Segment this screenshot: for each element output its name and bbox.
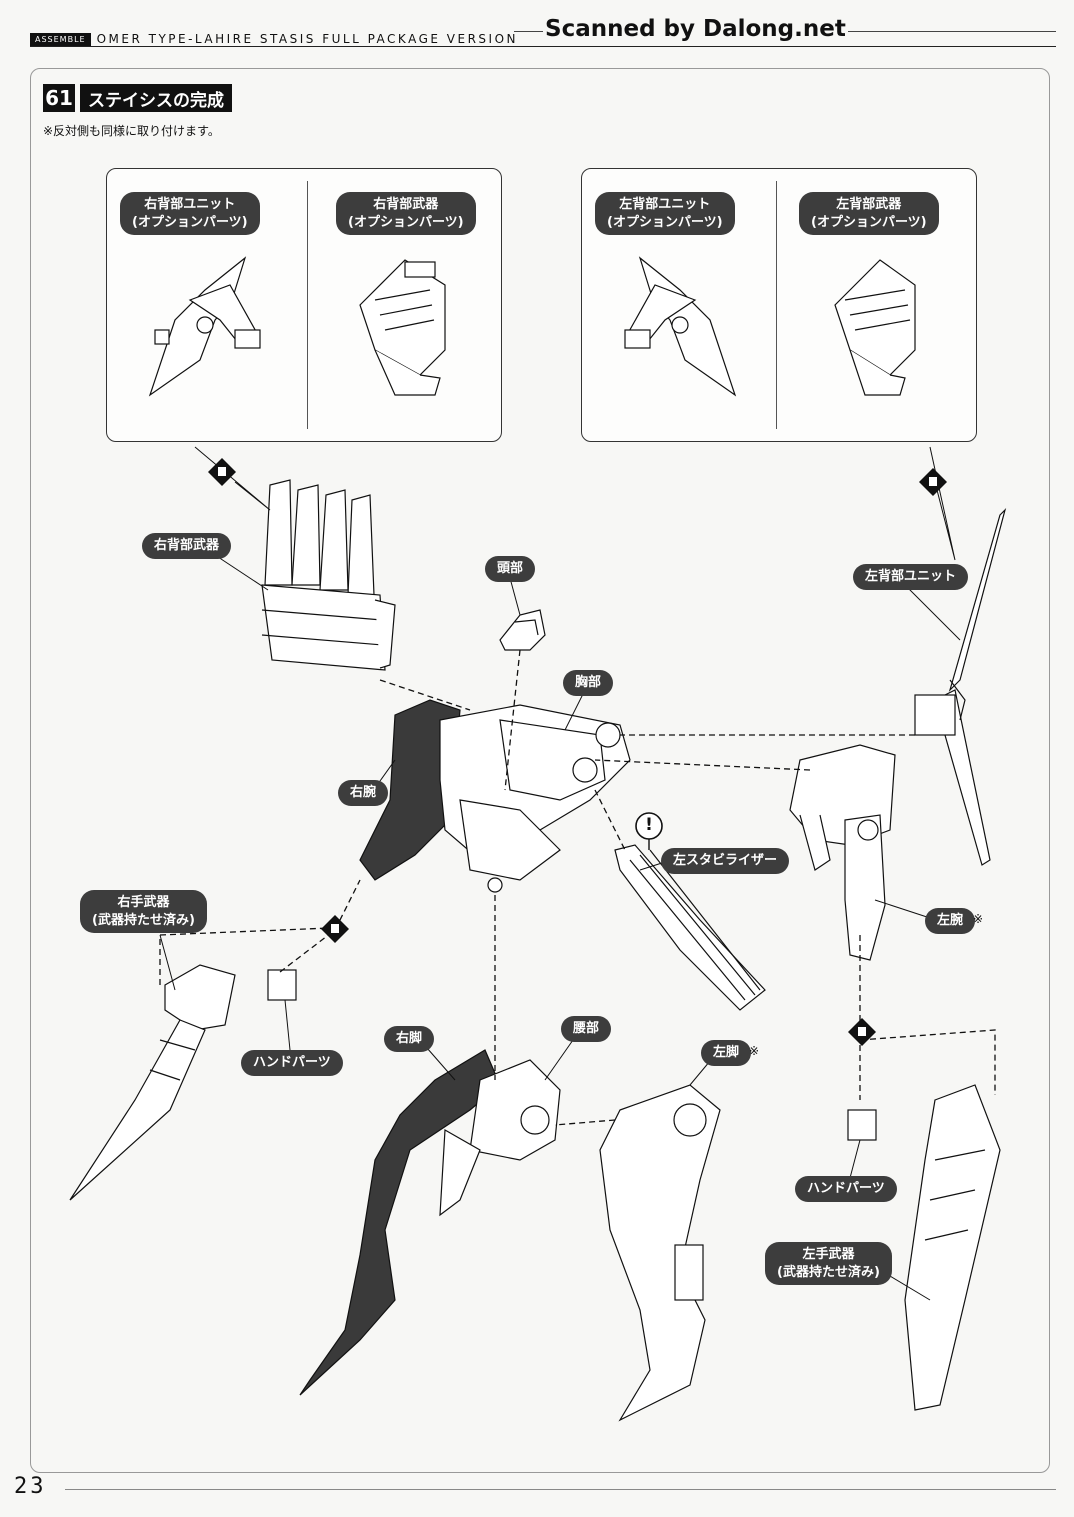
- label-waist: 腰部: [561, 1016, 612, 1042]
- connection-diamond-icon: [321, 915, 349, 943]
- step-title: ステイシスの完成: [80, 84, 232, 112]
- left-leg-note-mark: ※: [749, 1044, 760, 1058]
- left-stabilizer-drawing: [614, 844, 766, 1011]
- label-line: 左背部ユニット: [619, 197, 711, 212]
- label-left-stabilizer: 左スタビライザー: [661, 848, 790, 874]
- waist-drawing: [439, 1059, 561, 1217]
- label-right-back-weapon: 右背部武器: [142, 533, 232, 559]
- option-left-back-weapon-drawing: [834, 259, 916, 396]
- label-line: 左手武器: [802, 1247, 855, 1262]
- option-right-back-weapon-drawing: [359, 259, 446, 396]
- scanner-watermark: Scanned by Dalong.net: [543, 16, 848, 42]
- torso-drawing: [359, 699, 631, 893]
- label-left-arm: 左腕: [925, 908, 976, 934]
- step-number: 61: [43, 84, 75, 112]
- label-option-left-back-weapon: 左背部武器 (オプションパーツ): [799, 192, 939, 236]
- connection-diamond-icon: [919, 468, 947, 496]
- option-divider: [776, 181, 777, 429]
- header-title: OMER TYPE-LAHIRE STASIS FULL PACKAGE VER…: [96, 32, 518, 46]
- label-line: (武器持たせ済み): [777, 1264, 880, 1280]
- left-hand-weapon-drawing: [904, 1084, 1001, 1411]
- right-leg-drawing: [299, 1049, 501, 1396]
- label-option-right-back-weapon: 右背部武器 (オプションパーツ): [336, 192, 476, 236]
- right-hand-weapon-drawing: [69, 964, 236, 1201]
- page-header: ASSEMBLE OMER TYPE-LAHIRE STASIS FULL PA…: [30, 32, 518, 46]
- label-right-leg: 右脚: [384, 1026, 435, 1052]
- label-line: (オプションパーツ): [348, 214, 464, 230]
- left-back-unit-drawing: [914, 508, 1007, 866]
- label-head: 頭部: [485, 556, 536, 582]
- label-option-right-back-unit: 右背部ユニット (オプションパーツ): [120, 192, 260, 236]
- left-arm-drawing: [789, 744, 896, 961]
- step-note: ※反対側も同様に取り付けます。: [43, 124, 220, 138]
- label-line: 右背部ユニット: [144, 197, 236, 212]
- label-hand-parts-left: ハンドパーツ: [795, 1176, 897, 1202]
- footer-rule: [65, 1489, 1056, 1490]
- header-rule: [30, 46, 1056, 47]
- label-left-leg: 左脚: [701, 1040, 752, 1066]
- step-frame: [30, 68, 1050, 1473]
- label-left-back-unit: 左背部ユニット: [853, 564, 969, 590]
- label-line: 左背部武器: [836, 197, 902, 212]
- option-left-back-unit-drawing: [624, 256, 737, 397]
- label-line: (オプションパーツ): [811, 214, 927, 230]
- right-hand-parts-drawing: [267, 969, 297, 1001]
- label-right-arm: 右腕: [338, 780, 389, 806]
- label-right-hand-weapon: 右手武器 (武器持たせ済み): [80, 890, 207, 934]
- label-line: 右背部武器: [373, 197, 439, 212]
- leader-lines: [159, 446, 961, 1301]
- page-number: 23: [14, 1474, 47, 1499]
- right-back-weapon-drawing: [261, 479, 396, 671]
- label-line: 右手武器: [117, 895, 170, 910]
- caution-mark: !: [645, 815, 653, 835]
- label-line: (オプションパーツ): [607, 214, 723, 230]
- label-chest: 胸部: [563, 670, 614, 696]
- head-drawing: [499, 609, 546, 651]
- option-divider: [307, 181, 308, 429]
- caution-icon: [635, 812, 663, 850]
- connection-diamond-icon: [848, 1018, 876, 1046]
- label-line: (オプションパーツ): [132, 214, 248, 230]
- option-right-back-unit-drawing: [148, 256, 261, 397]
- left-hand-parts-drawing: [847, 1109, 877, 1141]
- label-line: (武器持たせ済み): [92, 912, 195, 928]
- left-arm-note-mark: ※: [973, 912, 984, 926]
- label-option-left-back-unit: 左背部ユニット (オプションパーツ): [595, 192, 735, 236]
- assemble-tag: ASSEMBLE: [30, 32, 91, 46]
- label-left-hand-weapon: 左手武器 (武器持たせ済み): [765, 1242, 892, 1286]
- connection-diamond-icon: [208, 458, 236, 486]
- left-leg-drawing: [599, 1084, 721, 1422]
- label-hand-parts-right: ハンドパーツ: [241, 1050, 343, 1076]
